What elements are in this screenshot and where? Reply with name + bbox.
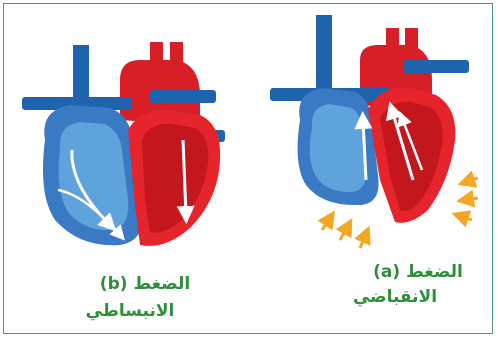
pulmonary-artery-b-right [150, 90, 216, 103]
pulmonary-artery-a-right [403, 60, 469, 73]
label-systolic-subtitle: الانقباضي [325, 285, 465, 309]
heart-diastole [22, 42, 225, 246]
label-diastolic-title: الضغط (b) [60, 272, 230, 296]
vena-cava-a [316, 15, 332, 90]
label-systolic-tag: (a) [373, 262, 400, 282]
label-diastolic-word: الضغط [133, 274, 190, 294]
label-systolic-word: الضغط [406, 262, 463, 282]
label-diastolic-subtitle: الانبساطي [60, 299, 200, 323]
label-diastolic-tag: (b) [100, 274, 128, 294]
heart-systole [270, 15, 478, 248]
label-systolic-title: الضغط (a) [348, 260, 488, 284]
